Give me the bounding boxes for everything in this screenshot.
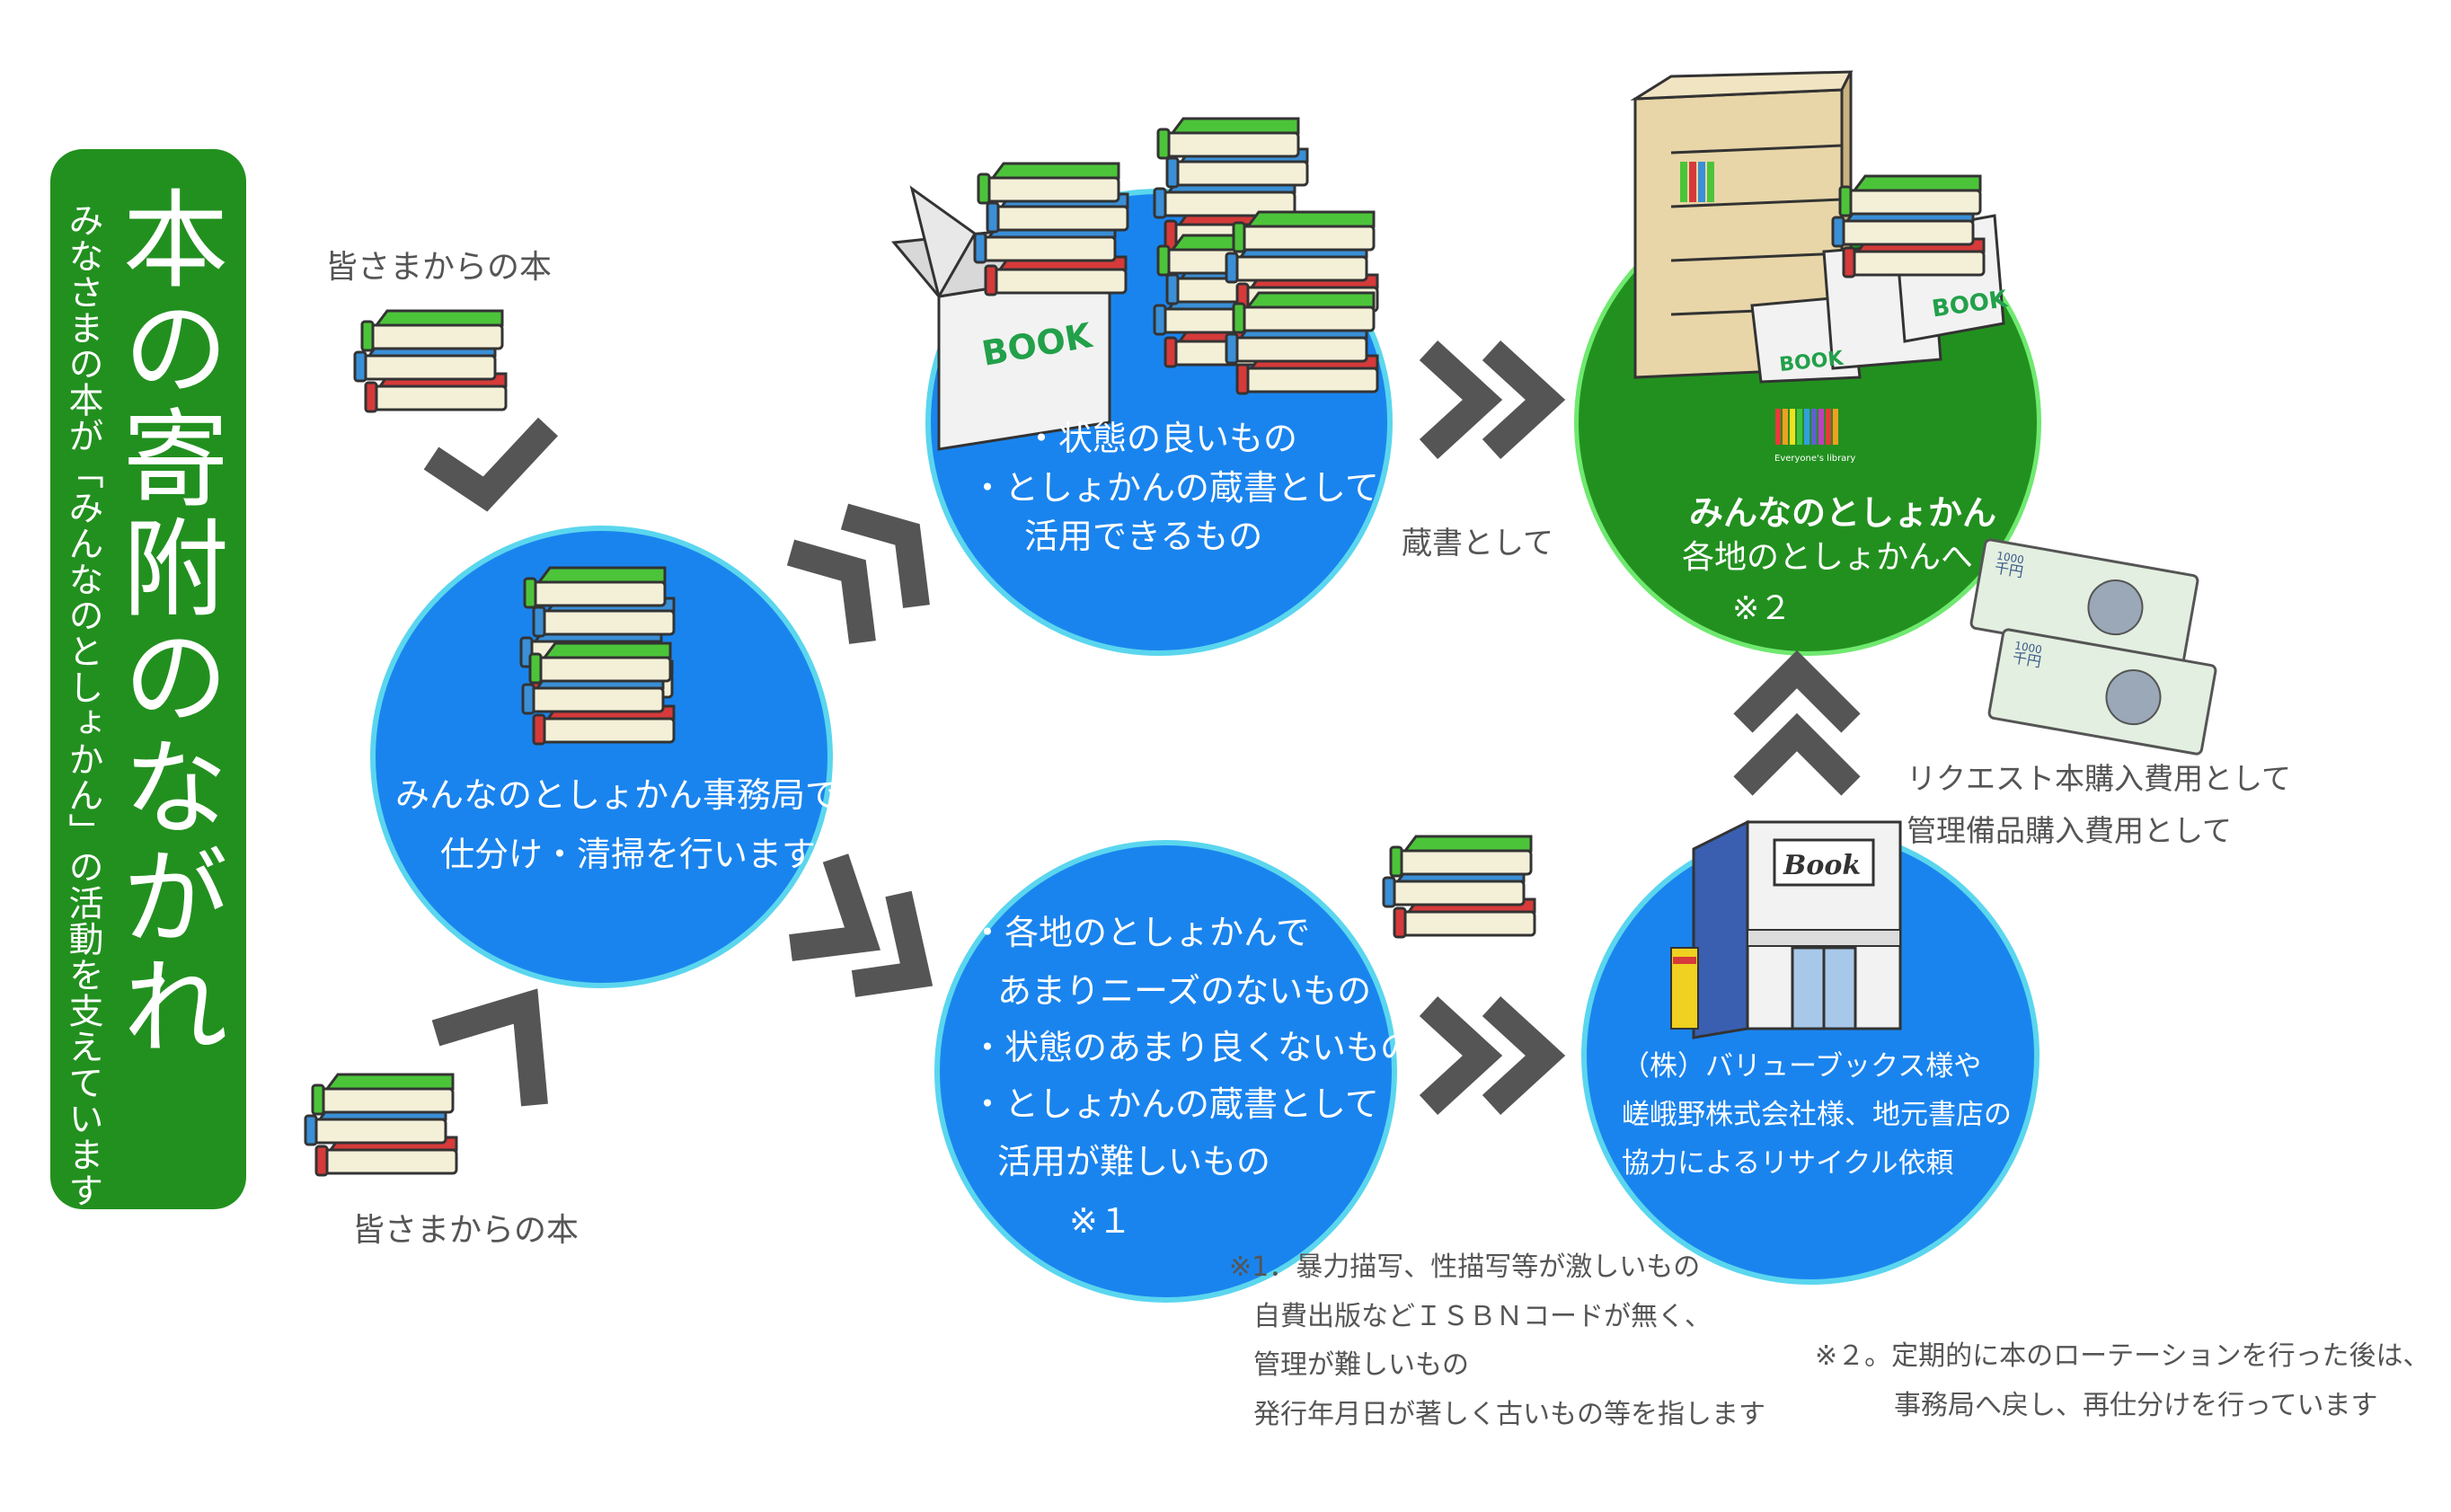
book-stack-icon (512, 548, 710, 755)
double-chevron-down-right-icon (789, 853, 934, 997)
footnote-1-line1: ※1．暴力描写、性描写等が激しいもの (1229, 1251, 1701, 1283)
sorting-text-line1: みんなのとしょかん事務局で (395, 775, 840, 815)
double-chevron-right-icon (1419, 340, 1566, 460)
footnote-2-line1: ※２。定期的に本のローテーションを行った後は、 (1815, 1340, 2430, 1372)
library-name: みんなのとしょかん (1689, 493, 1997, 533)
poor-books-line4: ・としょかんの蔵書として (970, 1084, 1379, 1124)
label-equipment-purchase: 管理備品購入費用として (1907, 813, 2233, 848)
book-pile-icon (1155, 108, 1370, 395)
diagram-subtitle: みなさまの本が「みんなのとしょかん」の活動を支えています。 (63, 202, 103, 1244)
bookstore-icon: Book (1670, 819, 1902, 1039)
poor-books-circle (934, 840, 1397, 1303)
book-box-icon: BOOK (891, 153, 1137, 451)
footnote-1-line3: 管理が難しいもの (1253, 1349, 1469, 1381)
good-books-line1: ・状態の良いもの (1024, 419, 1298, 458)
book-stack-icon (1375, 822, 1572, 966)
library-line1: 各地のとしょかんへ (1682, 539, 1974, 576)
svg-text:1000: 1000 (1995, 549, 2025, 566)
book-stack-icon (355, 305, 535, 431)
library-logo-icon (1775, 409, 1838, 445)
chevron-up-icon (431, 988, 548, 1107)
library-line2: ※２ (1732, 590, 1792, 627)
poor-books-line3: ・状態のあまり良くないもの (970, 1028, 1415, 1067)
poor-books-line1: ・各地のとしょかんで (970, 913, 1311, 952)
bookstore-line1: （株）バリューブックス様や (1622, 1050, 1982, 1083)
banknote-icon: 千円 1000 千円 1000 (1969, 538, 2217, 756)
bookshelf-icon: BOOK BOOK (1630, 70, 2010, 384)
double-chevron-up-icon (1733, 650, 1861, 796)
bookstore-line2: 嵯峨野株式会社様、地元書店の (1622, 1099, 2012, 1131)
footnote-1-line4: 発行年月日が著しく古いもの等を指します (1253, 1399, 1765, 1430)
double-chevron-right-icon (1419, 995, 1566, 1116)
poor-books-line6: ※１ (1069, 1201, 1132, 1241)
bookstore-line3: 協力によるリサイクル依頼 (1622, 1147, 1954, 1180)
label-request-purchase: リクエスト本購入費用として (1907, 761, 2292, 796)
good-books-line3: 活用できるもの (1024, 517, 1263, 556)
label-books-from-everyone-top: 皆さまからの本 (325, 249, 553, 286)
svg-text:Book: Book (1783, 850, 1861, 881)
sidebar-panel (50, 149, 246, 1209)
poor-books-line5: 活用が難しいもの (997, 1142, 1271, 1181)
label-books-from-everyone-bottom: 皆さまからの本 (352, 1212, 580, 1249)
library-logo-caption: Everyone's library (1774, 454, 1856, 464)
chevron-down-icon (423, 417, 558, 512)
footnote-2-line2: 事務局へ戻し、再仕分けを行っています (1894, 1390, 2378, 1421)
poor-books-line2: あまりニーズのないもの (997, 971, 1372, 1011)
good-books-line2: ・としょかんの蔵書として (970, 468, 1379, 508)
svg-text:1000: 1000 (2013, 639, 2043, 656)
footnote-1-line2: 自費出版などＩＳＢＮコードが無く、 (1253, 1301, 1712, 1332)
sorting-text-line2: 仕分け・清掃を行います (440, 835, 817, 874)
double-chevron-up-right-icon (786, 503, 930, 644)
label-as-collection: 蔵書として (1402, 526, 1553, 561)
diagram-title: 本の寄附のながれ (104, 184, 228, 1061)
